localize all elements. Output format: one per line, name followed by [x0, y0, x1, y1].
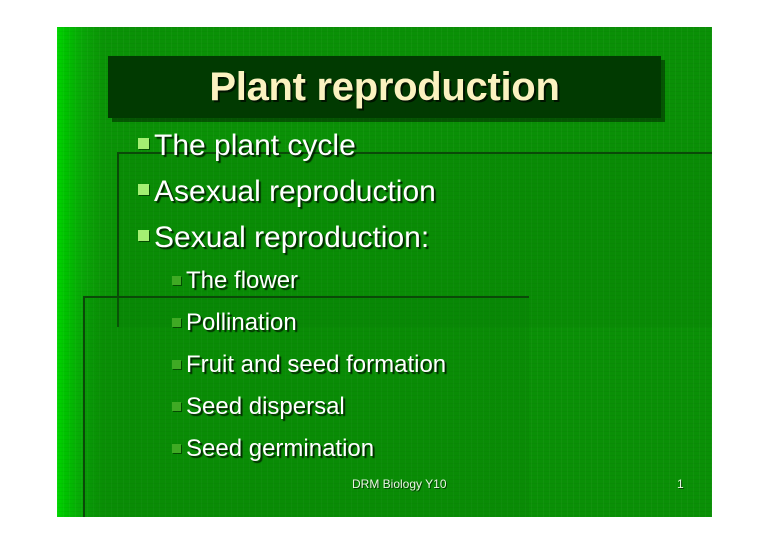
list-item-label: The flower	[186, 267, 299, 294]
list-item-label: Seed germination	[186, 435, 375, 462]
square-bullet-icon	[172, 318, 181, 327]
slide-title: Plant reproduction	[209, 65, 560, 109]
list-item: Seed germination	[172, 430, 698, 472]
list-item-label: Asexual reproduction	[154, 175, 436, 208]
list-item: The plant cycle	[138, 124, 698, 170]
slide-footer-note: DRM Biology Y10	[352, 477, 447, 491]
square-bullet-icon	[138, 230, 149, 241]
list-item-label: The plant cycle	[154, 129, 356, 162]
decorative-panel-lower	[83, 296, 529, 517]
list-item: Fruit and seed formation	[172, 346, 698, 388]
list-item: Sexual reproduction:	[138, 216, 698, 262]
slide-outline-list: The plant cycle Asexual reproduction Sex…	[138, 124, 698, 472]
list-item: The flower	[172, 262, 698, 304]
list-item: Seed dispersal	[172, 388, 698, 430]
slide-number: 1	[677, 477, 684, 491]
square-bullet-icon	[172, 360, 181, 369]
list-item-label: Sexual reproduction:	[154, 221, 430, 254]
list-item-label: Pollination	[186, 309, 297, 336]
square-bullet-icon	[172, 276, 181, 285]
square-bullet-icon	[138, 184, 149, 195]
square-bullet-icon	[138, 138, 149, 149]
slide-title-box: Plant reproduction	[108, 56, 661, 118]
list-item: Pollination	[172, 304, 698, 346]
list-item-label: Fruit and seed formation	[186, 351, 447, 378]
square-bullet-icon	[172, 444, 181, 453]
presentation-slide: Plant reproduction The plant cycle Asexu…	[57, 27, 712, 517]
list-item-label: Seed dispersal	[186, 393, 345, 420]
square-bullet-icon	[172, 402, 181, 411]
list-item: Asexual reproduction	[138, 170, 698, 216]
